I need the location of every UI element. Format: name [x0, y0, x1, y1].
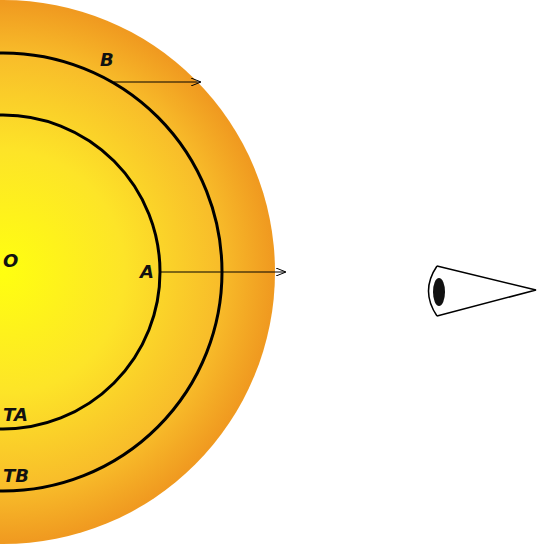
layer-label: TA [3, 405, 28, 425]
layer-label: B [100, 50, 114, 70]
ray-a-arrow [161, 271, 285, 272]
layer-label: A [140, 262, 154, 282]
layer-label: TB [3, 466, 29, 486]
center-label: O [3, 251, 18, 271]
eye-symbol [429, 266, 537, 316]
ray-b-arrow [114, 81, 200, 82]
layer-a-circle [0, 115, 160, 429]
